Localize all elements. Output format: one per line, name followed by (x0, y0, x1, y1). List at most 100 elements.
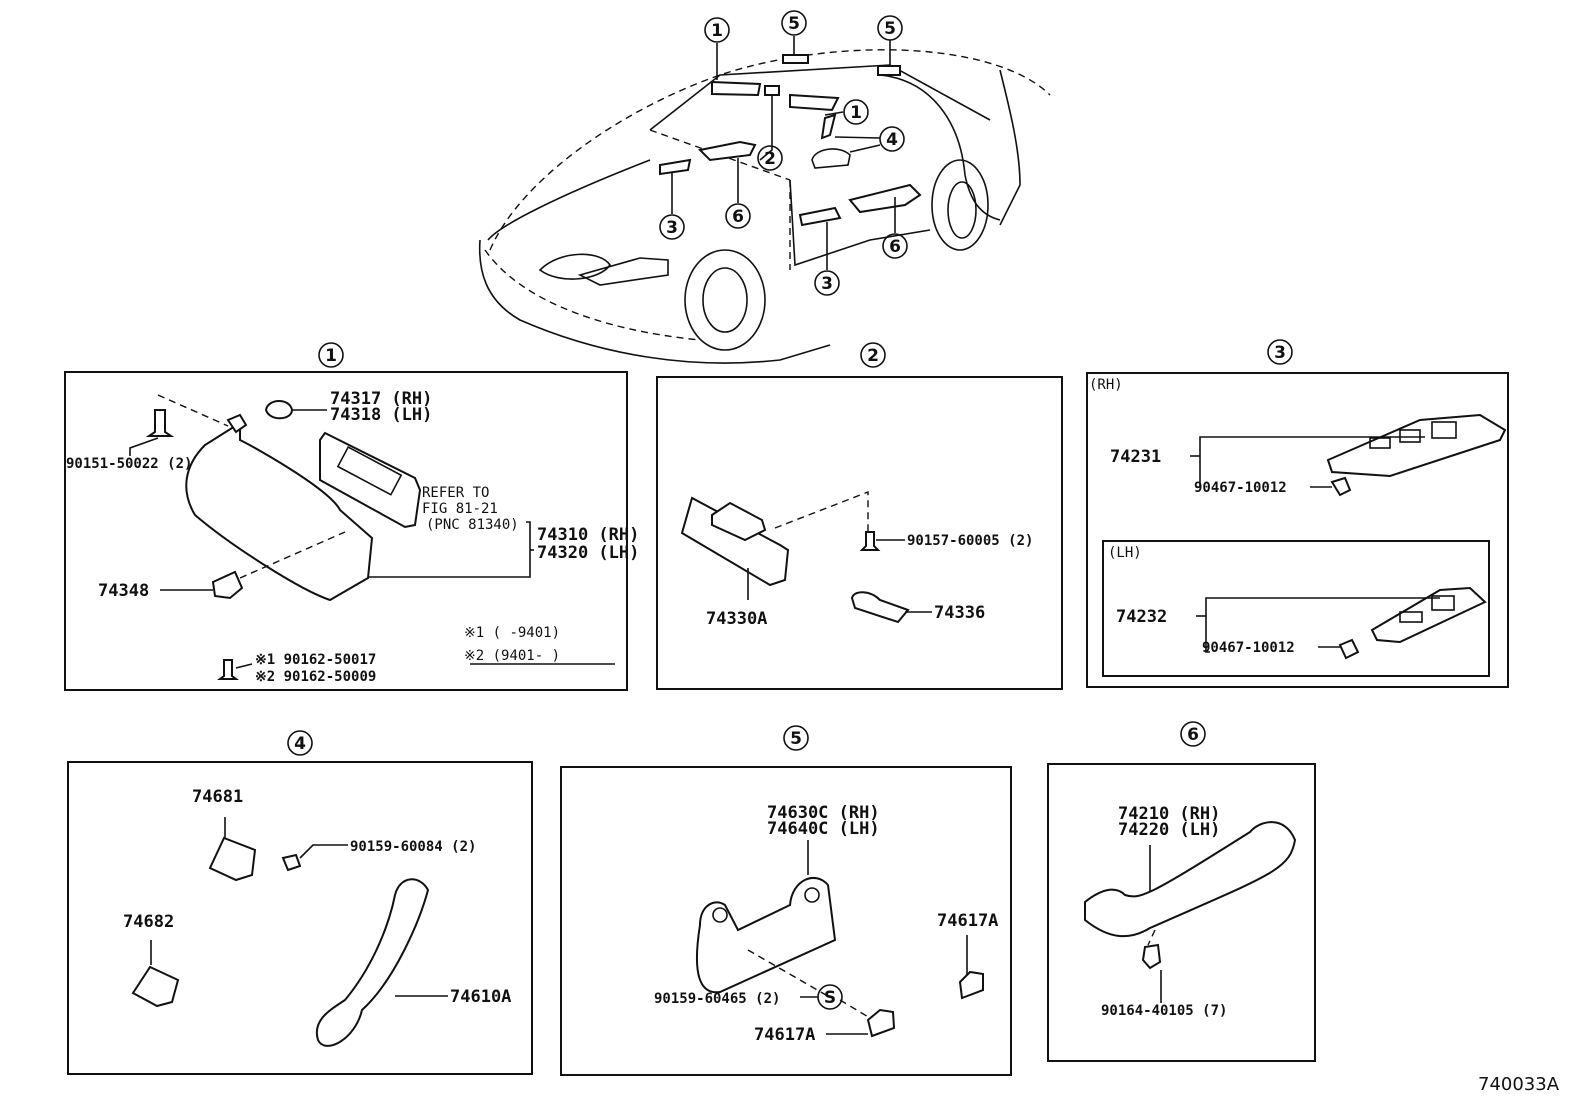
section-4-marker (287, 730, 313, 756)
screw-icon (281, 853, 302, 872)
car-headlight-left (538, 253, 611, 280)
svg-text:6: 6 (889, 237, 901, 257)
leader-line (129, 437, 159, 456)
section-2-inner-mirror: 2 74330A 90157-60005 (2) 74336 (656, 342, 1063, 690)
callout-1b: 1 (824, 99, 869, 125)
switch-button (1399, 429, 1421, 443)
label-74231: 74231 (1110, 447, 1161, 467)
car-assist-rear (877, 65, 901, 76)
label-fig-81-21: FIG 81-21 (422, 501, 498, 517)
section-4-assist-grip: 4 74681 90159-60084 (2) 74682 74610A (67, 730, 533, 1075)
visor-clip-part (264, 400, 294, 420)
section-2-marker (860, 342, 886, 368)
svg-text:6: 6 (732, 207, 744, 227)
label-74682: 74682 (123, 912, 174, 932)
car-roof-outline (489, 49, 1051, 251)
door-pull-handle-part (1084, 821, 1297, 938)
s-mark: S (824, 988, 836, 1008)
svg-text:5: 5 (884, 19, 896, 39)
car-headlight-right (577, 257, 669, 286)
section-5-number: 5 (790, 729, 802, 749)
clip-icon (1338, 638, 1360, 660)
car-door-pull-left (697, 140, 757, 162)
clip-icon (1330, 476, 1352, 497)
car-hood-line (487, 159, 651, 241)
car-seat (811, 148, 851, 169)
car-assist-top (782, 54, 809, 64)
svg-text:3: 3 (666, 218, 678, 238)
car-rear-pillar (879, 74, 1001, 221)
section-6-frame (1047, 763, 1316, 1062)
leader-line (235, 663, 253, 669)
label-90159-60084: 90159-60084 (2) (350, 839, 476, 855)
assembly-line (1147, 929, 1156, 946)
section-6-marker (1180, 721, 1206, 747)
label-74220: 74220 (LH) (1118, 820, 1220, 840)
car-windshield-top (649, 64, 991, 131)
label-74330A: 74330A (706, 609, 767, 629)
label-74617A-right: 74617A (937, 911, 998, 931)
callout-1a: 1 (704, 17, 730, 80)
screw-icon (859, 531, 881, 551)
visor-holder-part (211, 570, 244, 600)
car-sun-visor-left (711, 80, 762, 97)
vanity-lamp-part (319, 431, 422, 529)
label-lh: (LH) (1108, 545, 1142, 561)
label-90162-50017: ※1 90162-50017 (255, 652, 376, 668)
mirror-mount (711, 501, 767, 542)
screw-icon (145, 409, 175, 437)
label-74232: 74232 (1116, 607, 1167, 627)
car-front-wheel (684, 249, 766, 351)
cap-bottom-part (866, 1008, 896, 1038)
assembly-line (774, 490, 869, 532)
screw-icon (217, 659, 239, 680)
car-grip (820, 113, 837, 140)
car-sun-visor-right (789, 93, 840, 112)
section-1-number: 1 (325, 346, 337, 366)
section-3-number: 3 (1274, 343, 1286, 363)
switch-button (1369, 437, 1391, 449)
section-3-marker (1267, 339, 1293, 365)
car-rear-hub (947, 181, 977, 239)
mirror-cover-part (850, 591, 910, 624)
clip-b-part (131, 965, 180, 1008)
section-3-frame (1086, 372, 1509, 688)
section-2-number: 2 (867, 346, 879, 366)
section-2-frame (656, 376, 1063, 690)
label-74348: 74348 (98, 581, 149, 601)
label-74617A-bottom: 74617A (754, 1025, 815, 1045)
label-90159-60465: 90159-60465 (2) (654, 991, 780, 1007)
label-90467-10012-rh: 90467-10012 (1194, 480, 1287, 496)
switch-button (1431, 595, 1455, 611)
car-rear-wheel (931, 159, 989, 251)
leader-line (299, 844, 348, 859)
label-refer-to: REFER TO (422, 485, 489, 501)
car-rear (999, 69, 1021, 226)
callout-4: 4 (834, 126, 905, 153)
bracket-hole (712, 907, 728, 923)
car-switch-left (659, 158, 692, 176)
bracket-line (1196, 436, 1425, 488)
label-74317: 74317 (RH) (330, 389, 432, 409)
section-1-frame (64, 371, 628, 691)
label-90151-50022: 90151-50022 (2) (66, 456, 192, 472)
label-74336: 74336 (934, 603, 985, 623)
car-mirror (764, 85, 780, 96)
label-74640C: 74640C (LH) (767, 819, 880, 839)
section-5-marker (783, 725, 809, 751)
note-range-1: ※1 ( -9401) (464, 625, 560, 641)
svg-text:3: 3 (821, 274, 833, 294)
svg-text:5: 5 (788, 14, 800, 34)
callout-2: 2 (757, 94, 783, 171)
label-74320: 74320 (LH) (537, 543, 639, 563)
car-front-bumper (478, 239, 831, 364)
label-pnc-81340: (PNC 81340) (426, 517, 519, 533)
switch-base-rh-part (1326, 413, 1507, 478)
section-3-lh-frame (1102, 540, 1490, 677)
svg-text:1: 1 (850, 103, 862, 123)
section-4-frame (67, 761, 533, 1075)
car-overview: 1 5 5 1 2 4 3 (478, 10, 1051, 364)
figure-code: 740033A (1478, 1074, 1560, 1095)
callout-6b: 6 (882, 197, 908, 259)
